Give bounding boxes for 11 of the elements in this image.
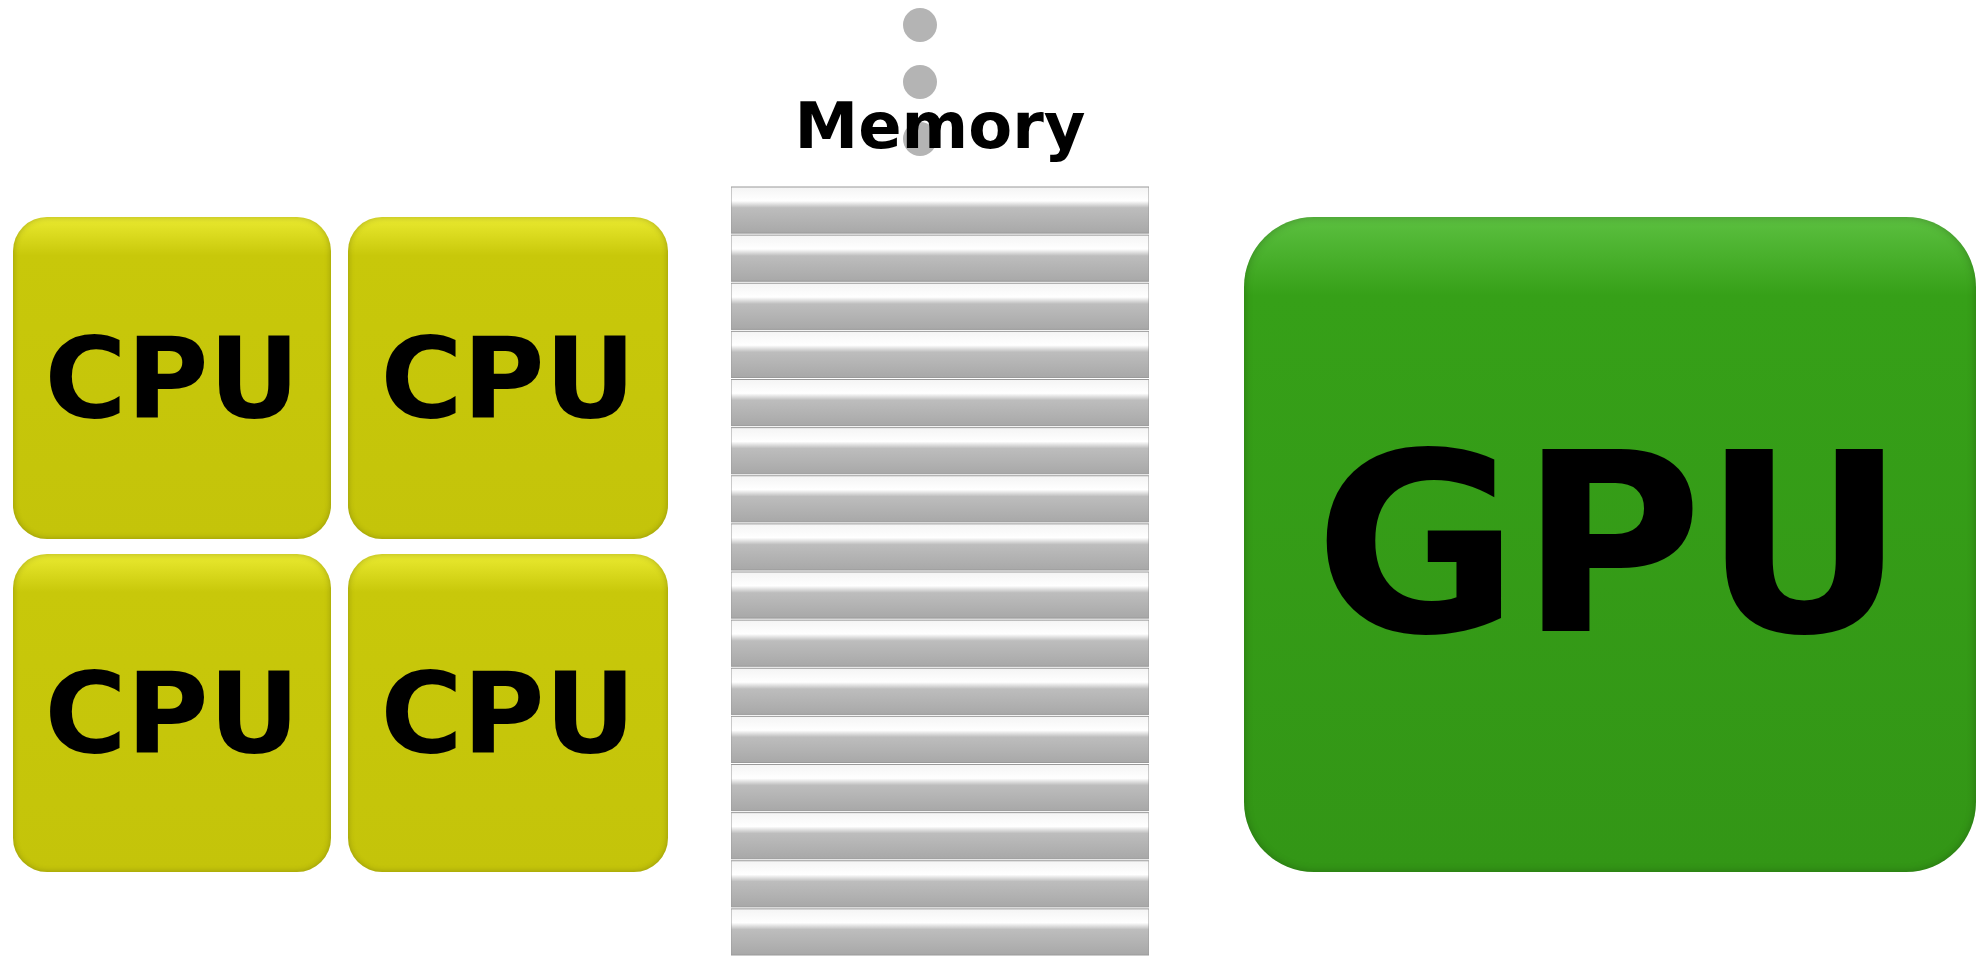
cpu-box <box>13 554 331 872</box>
cpu-label: CPU <box>44 648 300 778</box>
cpu-label: CPU <box>44 313 300 443</box>
gpu-box <box>1244 217 1976 872</box>
gpu-label: GPU <box>1314 399 1906 690</box>
cpu-box <box>348 554 668 872</box>
cpu-box <box>348 217 668 539</box>
cpu-box <box>13 217 331 539</box>
memory-heading: Memory <box>793 88 1087 165</box>
cpu-label: CPU <box>380 313 636 443</box>
cpu-label: CPU <box>380 648 636 778</box>
